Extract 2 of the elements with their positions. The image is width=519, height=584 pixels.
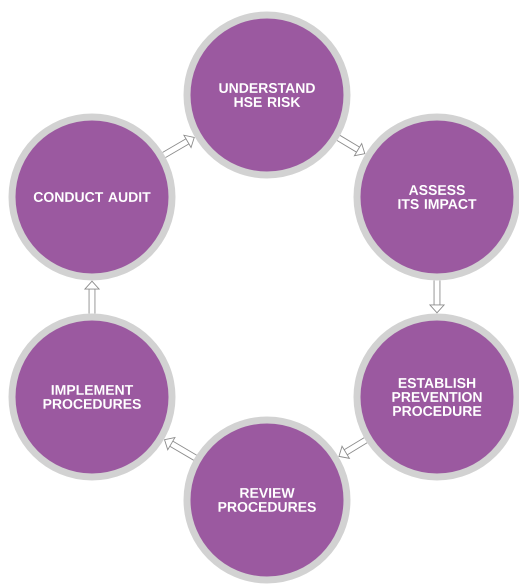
arrow (162, 134, 195, 158)
arrow (336, 135, 366, 156)
